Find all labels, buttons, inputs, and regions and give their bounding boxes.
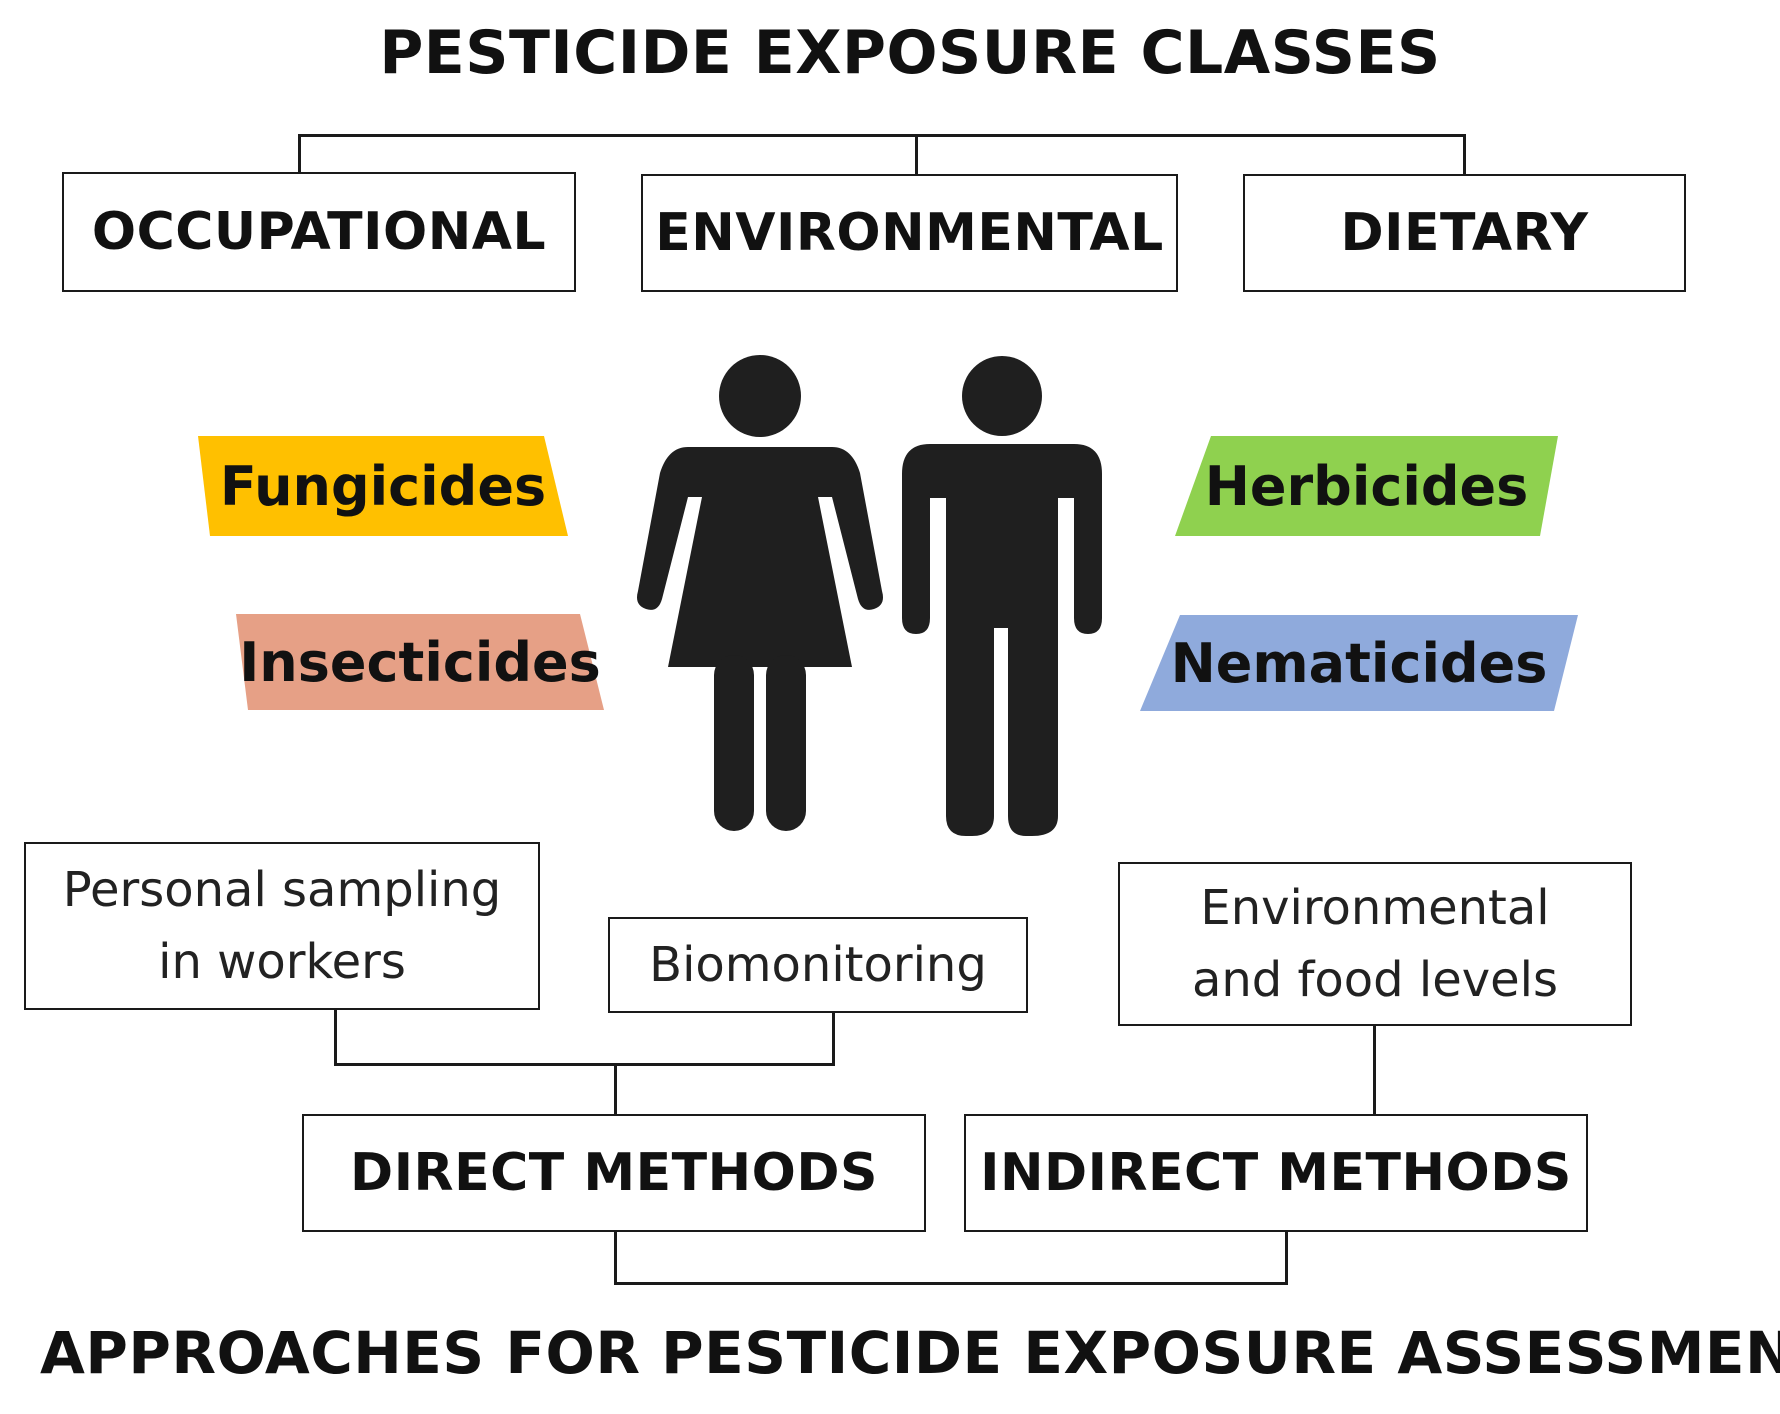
- connector-direct-horizontal: [334, 1063, 835, 1066]
- tag-fill-herbicides: [1175, 436, 1558, 536]
- source-label-env-food-line2: and food levels: [1191, 952, 1559, 1008]
- method-box-indirect: INDIRECT METHODS: [964, 1114, 1588, 1232]
- tag-fill-insecticides: [236, 614, 604, 710]
- woman-icon-shape: [637, 355, 883, 831]
- man-icon-shape: [902, 356, 1102, 836]
- source-box-env-food: Environmental and food levels: [1118, 862, 1632, 1026]
- class-label-environmental: ENVIRONMENTAL: [655, 203, 1164, 263]
- bracket-top-right-stub: [1463, 134, 1466, 174]
- class-label-dietary: DIETARY: [1340, 203, 1589, 263]
- tag-fill-fungicides: [198, 436, 568, 536]
- connector-personal-down: [334, 1010, 337, 1065]
- method-label-indirect: INDIRECT METHODS: [980, 1143, 1572, 1203]
- source-label-env-food-line1: Environmental: [1200, 880, 1550, 936]
- source-box-personal-sampling: Personal sampling in workers: [24, 842, 540, 1010]
- tag-insecticides: Insecticides: [239, 630, 601, 694]
- class-box-environmental: ENVIRONMENTAL: [641, 174, 1178, 292]
- bracket-bottom-left-stub: [614, 1232, 617, 1284]
- source-box-biomonitoring: Biomonitoring: [608, 917, 1028, 1013]
- tag-fungicides: Fungicides: [219, 454, 547, 518]
- method-box-direct: DIRECT METHODS: [302, 1114, 926, 1232]
- title-bottom: APPROACHES FOR PESTICIDE EXPOSURE ASSESS…: [40, 1319, 1780, 1387]
- tag-fill-nematicides: [1140, 615, 1578, 711]
- tag-nematicides: Nematicides: [1170, 631, 1548, 695]
- connector-indirect-stem: [1373, 1026, 1376, 1116]
- method-label-direct: DIRECT METHODS: [350, 1143, 878, 1203]
- woman-icon: [637, 355, 883, 831]
- tag-shape-herbicides: [1175, 436, 1558, 536]
- source-label-biomonitoring: Biomonitoring: [649, 937, 987, 993]
- class-box-occupational: OCCUPATIONAL: [62, 172, 576, 292]
- man-icon: [902, 356, 1102, 836]
- tag-shape-fungicides: [198, 436, 568, 536]
- class-box-dietary: DIETARY: [1243, 174, 1686, 292]
- connector-bio-down: [832, 1013, 835, 1065]
- tag-shape-insecticides: [236, 614, 604, 710]
- bracket-top-left-stub: [298, 134, 301, 174]
- bracket-top-center-stub: [915, 134, 918, 174]
- bracket-top-horizontal: [298, 134, 1466, 137]
- tag-herbicides: Herbicides: [1204, 454, 1529, 518]
- bracket-bottom-right-stub: [1285, 1232, 1288, 1284]
- source-label-personal-sampling-line2: in workers: [158, 934, 406, 990]
- bracket-bottom-horizontal: [614, 1282, 1288, 1285]
- connector-direct-stem: [614, 1063, 617, 1116]
- tag-shape-nematicides: [1140, 615, 1578, 711]
- source-label-personal-sampling-line1: Personal sampling: [62, 862, 502, 918]
- class-label-occupational: OCCUPATIONAL: [91, 202, 547, 262]
- title-top: PESTICIDE EXPOSURE CLASSES: [379, 18, 1441, 88]
